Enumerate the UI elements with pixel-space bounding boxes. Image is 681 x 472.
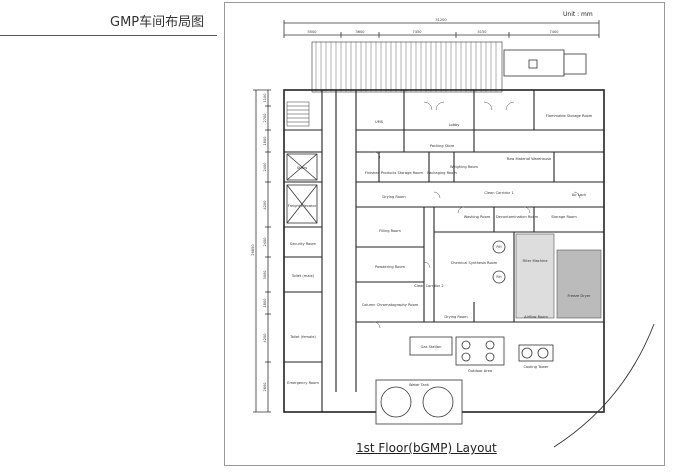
room-packing-store: Packing Store xyxy=(430,144,455,148)
room-weighing: Weighing Room xyxy=(450,165,479,169)
room-storage: Storage Room xyxy=(551,215,577,219)
room-airflow: Airflow Room xyxy=(524,315,548,319)
dim-seg-1: 5500 xyxy=(308,30,317,34)
room-flammable: Flammable Storage Room xyxy=(546,114,593,118)
dim-left-9: 4200 xyxy=(263,334,267,343)
room-decontamination: Decontamination Room xyxy=(496,215,539,219)
label-water-tank: Water Tank xyxy=(409,383,430,387)
dim-total: 31200 xyxy=(435,18,446,22)
dim-seg-4: 5150 xyxy=(478,30,487,34)
dim-left-8: 1800 xyxy=(263,299,267,308)
dim-left-5: 4200 xyxy=(263,201,267,210)
plan-caption: 1st Floor(bGMP) Layout xyxy=(356,441,497,455)
room-packaging: Packaging Room xyxy=(427,171,457,175)
dim-left-3: 1800 xyxy=(263,137,267,146)
filter-machine xyxy=(515,233,555,319)
dim-left-7: 3000 xyxy=(263,271,267,280)
room-ups: UMS xyxy=(375,120,384,124)
room-powdering: Powdering Room xyxy=(375,265,406,269)
unit-label: Unit : mm xyxy=(563,11,593,18)
truck-cab xyxy=(563,53,587,75)
label-reactor-1: RH xyxy=(496,245,501,249)
room-toilet-female: Toilet (female) xyxy=(289,335,316,339)
label-reactor-2: RH xyxy=(496,275,501,279)
room-security: Security Room xyxy=(290,242,317,246)
room-finished: Finished Products Storage Room xyxy=(365,171,423,175)
page-title: GMP车间布局图 xyxy=(110,15,205,30)
dim-seg-5: 7400 xyxy=(550,30,559,34)
building-outline xyxy=(283,89,605,413)
room-chemical: Chemical Synthesis Room xyxy=(451,261,498,265)
stairs-icon xyxy=(286,101,310,127)
dim-left-10: 2800 xyxy=(263,383,267,392)
room-drying: Drying Room xyxy=(382,195,406,199)
room-stairs: Stairs xyxy=(297,166,307,170)
freeze-dryer xyxy=(556,249,602,319)
dim-left-2: 2700 xyxy=(263,114,267,123)
elevator-box-2 xyxy=(286,184,318,224)
dim-seg-3: 7450 xyxy=(413,30,422,34)
room-lobby: Lobby xyxy=(449,123,461,127)
elevator-box-1 xyxy=(286,153,318,181)
room-filling: Filling Room xyxy=(379,229,401,233)
room-clean-corridor-1: Clean Corridor 1 xyxy=(484,191,513,195)
floor-plan: 31200 5500 3600 7450 5150 7400 26850 110… xyxy=(251,18,655,448)
dim-left-4: 2400 xyxy=(263,163,267,172)
room-air-lock: Air Lock xyxy=(572,193,587,197)
room-toilet-male: Toilet (male) xyxy=(291,274,315,278)
label-outdoor: Outdoor Area xyxy=(468,369,492,373)
reactor-icon xyxy=(492,270,506,284)
room-washing: Washing Room xyxy=(464,215,491,219)
dim-left-6: 2400 xyxy=(263,238,267,247)
room-elevator: Freight Elevator xyxy=(288,204,317,208)
title-divider xyxy=(0,35,217,36)
equipment-box xyxy=(455,336,505,366)
room-clean-corridor-2: Clean Corridor 2 xyxy=(414,284,443,288)
label-cooling: Cooling Tower xyxy=(523,365,549,369)
drawing-frame xyxy=(224,2,665,466)
room-freeze-dryer: Freeze Dryer xyxy=(568,294,591,298)
outdoor-ramp xyxy=(311,41,503,93)
room-filter-machine: Filter Machine xyxy=(522,259,548,263)
room-drying-2: Drying Room xyxy=(444,315,468,319)
boundary-arc xyxy=(553,323,655,448)
room-raw-material: Raw Material Warehouse xyxy=(507,157,552,161)
dim-left-total: 26850 xyxy=(251,244,255,255)
dim-left-1: 1100 xyxy=(263,94,267,103)
dim-seg-2: 3600 xyxy=(356,30,365,34)
room-column: Column Chromatography Room xyxy=(362,303,419,307)
label-gas-station: Gas Station xyxy=(421,345,442,349)
gas-station-box xyxy=(409,336,453,356)
reactor-icon xyxy=(492,240,506,254)
room-emergency: Emergency Room xyxy=(287,381,319,385)
